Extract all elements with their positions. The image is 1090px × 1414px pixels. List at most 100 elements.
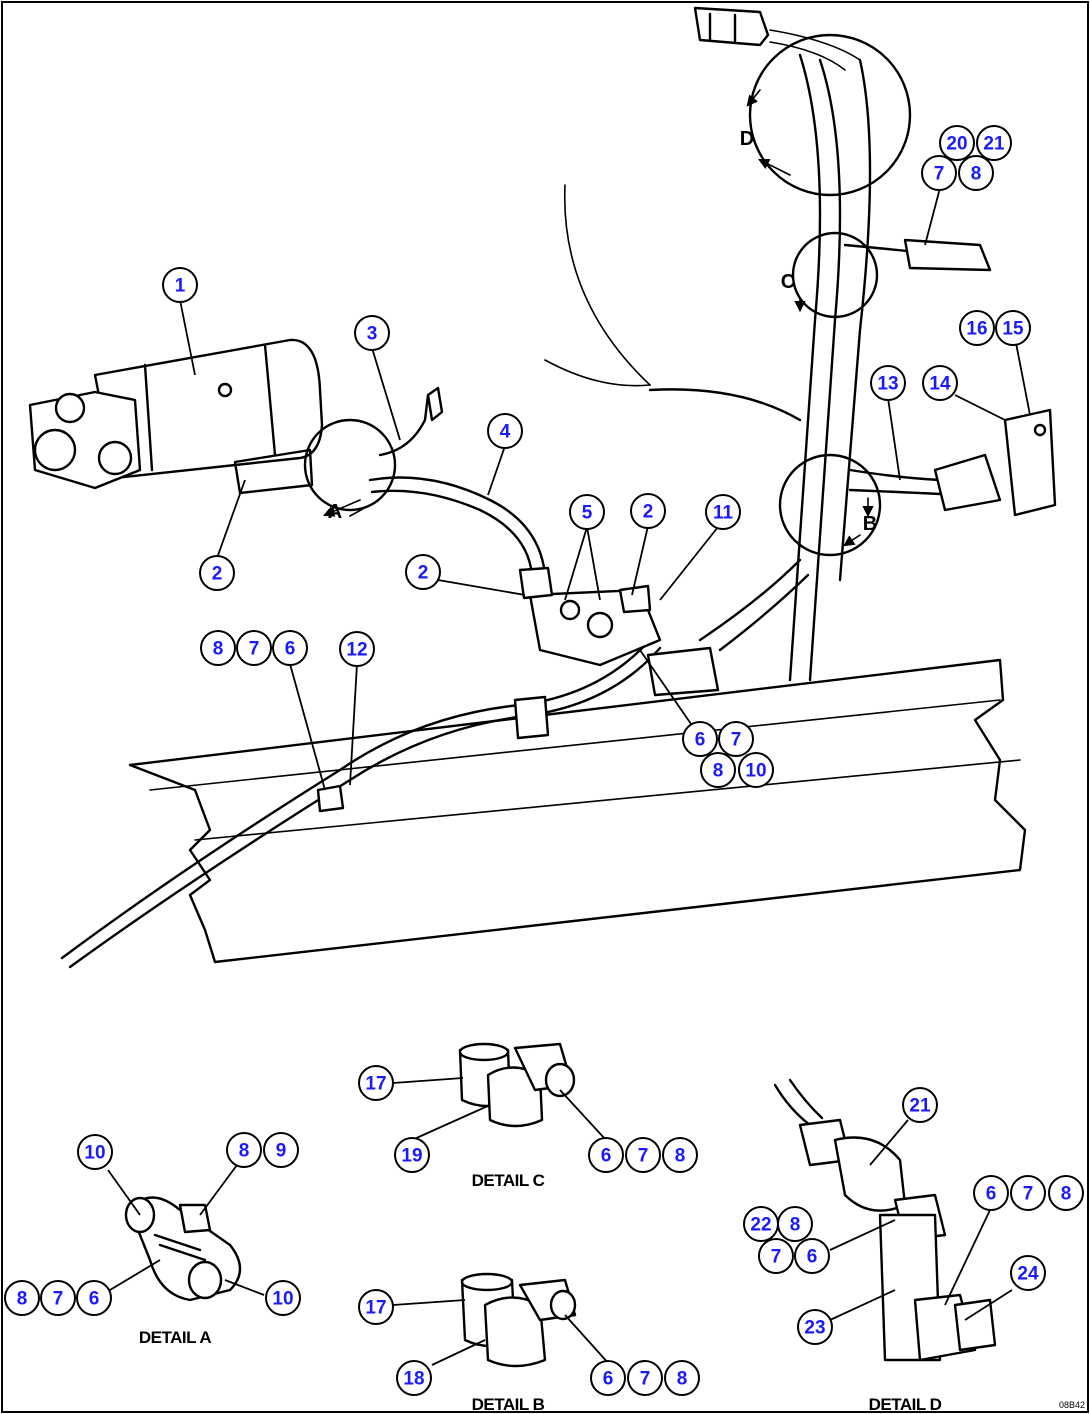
callout-number: 6: [89, 1289, 100, 1310]
callout-circle: [797, 1309, 833, 1345]
callout-8: 8: [958, 155, 994, 191]
callout-circle: [995, 310, 1031, 346]
callout-number: 14: [929, 374, 951, 395]
callout-circle: [939, 125, 975, 161]
callout-number: 8: [1061, 1184, 1072, 1205]
drawing-code: 08B42: [1059, 1400, 1085, 1410]
callout-circle: [569, 494, 605, 530]
callout-number: 2: [212, 564, 223, 585]
callout-8: 8: [777, 1206, 813, 1242]
callout-23: 23: [797, 1309, 833, 1345]
callout-circle: [487, 413, 523, 449]
callout-circle: [4, 1280, 40, 1316]
callout-number: 24: [1017, 1264, 1039, 1285]
callout-number: 22: [750, 1215, 771, 1236]
callout-number: 2: [643, 502, 654, 523]
callout-number: 8: [239, 1141, 250, 1162]
leader-lines: [107, 187, 1031, 1366]
callout-number: 2: [418, 563, 429, 584]
callout-circle: [396, 1360, 432, 1396]
callout-number: 19: [401, 1146, 422, 1167]
callout-16: 16: [959, 310, 995, 346]
callout-circle: [630, 493, 666, 529]
callout-number: 8: [971, 164, 982, 185]
callout-number: 7: [934, 164, 945, 185]
callout-circle: [921, 155, 957, 191]
callout-22: 22: [743, 1206, 779, 1242]
detail-c-clamp: [458, 1042, 576, 1128]
callout-number: 7: [771, 1247, 782, 1268]
callout-number: 20: [946, 134, 967, 155]
callout-number: 17: [365, 1298, 386, 1319]
callout-number: 8: [213, 639, 224, 660]
callout-24: 24: [1010, 1255, 1046, 1291]
callout-number: 6: [807, 1247, 818, 1268]
callout-6: 6: [76, 1280, 112, 1316]
callout-number: 7: [249, 639, 260, 660]
callout-6: 6: [272, 630, 308, 666]
callout-8: 8: [200, 630, 236, 666]
callout-21: 21: [902, 1087, 938, 1123]
callout-circle: [199, 555, 235, 591]
frame-rail: [128, 658, 1027, 964]
callout-number: 13: [877, 374, 898, 395]
callout-18: 18: [396, 1360, 432, 1396]
callout-circle: [958, 155, 994, 191]
callout-7: 7: [1010, 1175, 1046, 1211]
callout-circle: [590, 1360, 626, 1396]
callout-6: 6: [794, 1238, 830, 1274]
callout-number: 8: [675, 1146, 686, 1167]
callout-circle: [902, 1087, 938, 1123]
callout-circle: [339, 631, 375, 667]
callout-8: 8: [664, 1360, 700, 1396]
callout-number: 9: [276, 1141, 287, 1162]
callout-number: 6: [603, 1369, 614, 1390]
callout-number: 23: [804, 1318, 825, 1339]
callout-7: 7: [627, 1360, 663, 1396]
callout-circle: [625, 1137, 661, 1173]
callout-7: 7: [236, 630, 272, 666]
callout-circle: [700, 752, 736, 788]
callout-number: 6: [695, 730, 706, 751]
callout-5: 5: [569, 494, 605, 530]
callout-number: 8: [790, 1215, 801, 1236]
callout-number: 6: [986, 1184, 997, 1205]
callout-7: 7: [758, 1238, 794, 1274]
wire-harness: [60, 6, 1057, 969]
callout-2: 2: [405, 554, 441, 590]
callout-circle: [976, 125, 1012, 161]
callout-circle: [588, 1137, 624, 1173]
callout-number: 17: [365, 1074, 386, 1095]
callout-13: 13: [870, 365, 906, 401]
callout-number: 11: [713, 503, 734, 524]
callout-circle: [664, 1360, 700, 1396]
callout-circle: [1048, 1175, 1084, 1211]
callout-number: 8: [17, 1289, 28, 1310]
callout-8: 8: [1048, 1175, 1084, 1211]
detail-b-caption: DETAIL B: [472, 1395, 545, 1414]
callout-circle: [236, 630, 272, 666]
callout-number: 7: [640, 1369, 651, 1390]
callout-7: 7: [921, 155, 957, 191]
callout-number: 12: [346, 640, 367, 661]
callout-3: 3: [354, 315, 390, 351]
callout-circle: [265, 1280, 301, 1316]
callout-circle: [973, 1175, 1009, 1211]
callout-number: 8: [677, 1369, 688, 1390]
view-letter-c: C: [781, 271, 795, 293]
callout-circle: [394, 1137, 430, 1173]
callout-circle: [358, 1065, 394, 1101]
callout-10: 10: [265, 1280, 301, 1316]
callout-number: 15: [1002, 319, 1024, 340]
view-letter-b: B: [863, 513, 877, 535]
callout-circle: [705, 494, 741, 530]
callout-10: 10: [77, 1134, 113, 1170]
valve-block: [316, 566, 720, 813]
callout-1: 1: [162, 267, 198, 303]
detail-a-caption: DETAIL A: [139, 1328, 211, 1347]
view-letter-d: D: [740, 128, 754, 150]
callout-circle: [405, 554, 441, 590]
callout-number: 10: [745, 761, 766, 782]
callout-number: 21: [909, 1096, 931, 1117]
